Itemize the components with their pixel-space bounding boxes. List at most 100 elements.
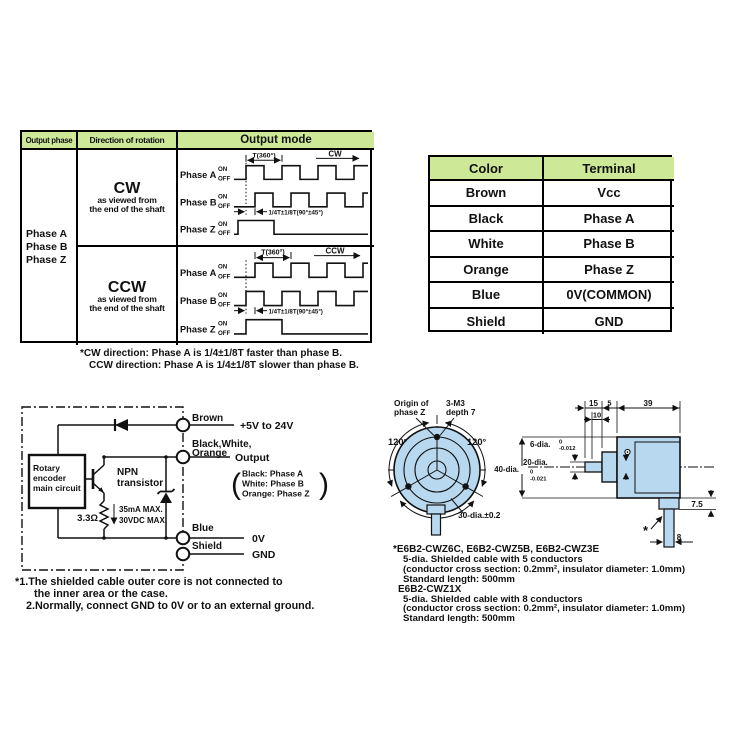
color-header: Color	[430, 157, 544, 181]
off-label: OFF	[218, 330, 231, 337]
off-label: OFF	[218, 203, 231, 210]
mechanical-drawing: Origin of phase Z 3-M3 depth 7 120° 120°…	[386, 398, 716, 548]
footnote-cw: *CW direction: Phase A is 1/4±1/8T faste…	[80, 348, 343, 359]
phase-b-label: Phase B	[26, 241, 68, 253]
ccw-period-label: T(360°)	[261, 249, 284, 257]
m3-hole-right	[462, 483, 469, 490]
table-row-color: Orange	[430, 257, 544, 283]
footnote-ccw: CCW direction: Phase A is 1/4±1/8T slowe…	[89, 360, 359, 371]
bolt-circle-label: 30-dia.±0.2	[458, 510, 501, 520]
phase-list-cell: Phase A Phase B Phase Z	[22, 150, 78, 345]
angle-left-label: 120°	[388, 437, 408, 447]
cw-phase-b-name: Phase B	[180, 197, 217, 207]
table-row-terminal: Phase A	[544, 207, 674, 232]
cw-title: CW	[113, 180, 141, 197]
m3-hole-top	[433, 433, 441, 441]
dim-7-5: 7.5	[691, 499, 703, 509]
m3-label-2: depth 7	[446, 407, 476, 417]
cable-gland-front	[426, 504, 446, 515]
npn-label-2: transistor	[117, 478, 163, 489]
angle-right-label: 120°	[467, 437, 487, 447]
cw-phase-z-wave	[234, 219, 368, 236]
case-boundary	[21, 406, 184, 571]
output-label: Output	[235, 452, 270, 464]
ccw-phase-b-wave	[234, 290, 368, 307]
on-label: ON	[218, 320, 228, 327]
cw-subtitle-2: the end of the shaft	[89, 204, 165, 214]
output-detail-black: Black: Phase A	[242, 469, 303, 479]
circuit-notes: *1.The shielded cable outer core is not …	[15, 576, 315, 612]
table-row-color: Black	[430, 206, 544, 232]
ccw-waveform-cell: Phase A ON OFF Phase B ON OFF Phase Z ON…	[178, 247, 374, 345]
dim-6-tol-lo: -0.012	[559, 446, 575, 452]
gnd-label: GND	[252, 549, 276, 561]
cw-phase-a-name: Phase A	[180, 170, 217, 180]
resistor-symbol	[98, 500, 110, 538]
cable-spec-1b: (conductor cross section: 0.2mm², insula…	[403, 563, 686, 575]
zero-volt-label: 0V	[252, 533, 265, 545]
cw-phase-z-name: Phase Z	[180, 225, 216, 235]
output-detail-white: White: Phase B	[242, 479, 304, 489]
paren-open: (	[231, 468, 241, 501]
model-list-1: *E6B2-CWZ6C, E6B2-CWZ5B, E6B2-CWZ3E	[393, 544, 600, 555]
output-detail-orange: Orange: Phase Z	[242, 489, 310, 499]
cw-subtitle-1: as viewed from	[97, 195, 157, 205]
dim-40-dia: 40-dia.	[494, 465, 519, 474]
cable-front	[430, 513, 442, 536]
origin-phase-z-label-1: Origin of	[394, 398, 429, 408]
brown-lead-label: Brown	[192, 413, 223, 424]
dim-10: 10	[593, 411, 601, 420]
on-label: ON	[218, 166, 228, 173]
zero-volt-rail	[57, 508, 177, 539]
cw-period-label: T(360°)	[252, 151, 275, 159]
side-view: 15 5 39 10 6-dia. 0 -0.012 20-dia. 0 -0.…	[494, 399, 716, 548]
box-label-1: Rotary	[33, 463, 60, 473]
output-terminal	[175, 449, 191, 465]
flange-side	[601, 451, 618, 483]
encoder-main-circuit-box	[27, 453, 87, 510]
on-label: ON	[218, 264, 228, 271]
dim-6-dia: 6-dia.	[530, 440, 550, 449]
circuit-note-1: *1.The shielded cable outer core is not …	[15, 576, 283, 588]
dim-39: 39	[644, 399, 653, 408]
ccw-waveform-diagram: Phase A ON OFF Phase B ON OFF Phase Z ON…	[180, 247, 368, 337]
cw-direction-cell: CW as viewed from the end of the shaft	[78, 150, 178, 247]
table-row-terminal: Phase B	[544, 232, 674, 258]
arc-120-right	[444, 420, 488, 487]
table-row-terminal: Phase Z	[544, 258, 674, 283]
color-terminal-table: Color Terminal Brown Vcc Black Phase A W…	[428, 155, 674, 334]
cable-spec-2c: Standard length: 500mm	[403, 613, 515, 625]
col-header-output-mode: Output mode	[178, 132, 374, 150]
max-voltage-label: 30VDC MAX.	[119, 516, 167, 525]
col-header-direction: Direction of rotation	[78, 132, 178, 150]
cable-asterisk: *	[643, 523, 649, 538]
waveform-footnotes: *CW direction: Phase A is 1/4±1/8T faste…	[80, 348, 359, 372]
front-view: Origin of phase Z 3-M3 depth 7 120° 120°…	[386, 398, 501, 536]
circuit-note-2: 2.Normally, connect GND to 0V or to an e…	[26, 599, 315, 612]
dim-5: 5	[607, 399, 611, 408]
cable-spec-2a: 5-dia. Shielded cable with 8 conductors	[403, 593, 583, 605]
body-side	[616, 436, 681, 499]
cable-spec-2b: (conductor cross section: 0.2mm², insula…	[403, 603, 686, 615]
box-label-3: main circuit	[33, 483, 81, 493]
m3-hole-left	[405, 483, 412, 490]
shield-lead-label: Shield	[192, 541, 222, 552]
output-circuit-diagram: Rotary encoder main circuit NPN transist…	[21, 406, 329, 571]
ccw-arrow-label: CCW	[325, 247, 344, 256]
table-row-terminal: 0V(COMMON)	[544, 283, 674, 309]
zener-diode-icon	[156, 488, 176, 503]
ccw-phase-a-wave	[234, 262, 368, 279]
table-row-color: Shield	[430, 308, 544, 334]
m3-label-1: 3-M3	[446, 398, 465, 408]
off-label: OFF	[218, 302, 231, 309]
output-leads-label-2: Orange	[192, 448, 227, 459]
terminal-header: Terminal	[544, 157, 674, 181]
arc-120-left	[386, 420, 430, 487]
cw-arrow-label: CW	[328, 150, 342, 158]
ccw-subtitle-1: as viewed from	[97, 293, 157, 304]
dim-20-tol-hi: 0	[530, 470, 533, 476]
ccw-phase-z-name: Phase Z	[180, 324, 216, 334]
dim-20-tol-lo: -0.021	[530, 477, 547, 483]
dim-20-dia: 20-dia.	[523, 458, 548, 467]
